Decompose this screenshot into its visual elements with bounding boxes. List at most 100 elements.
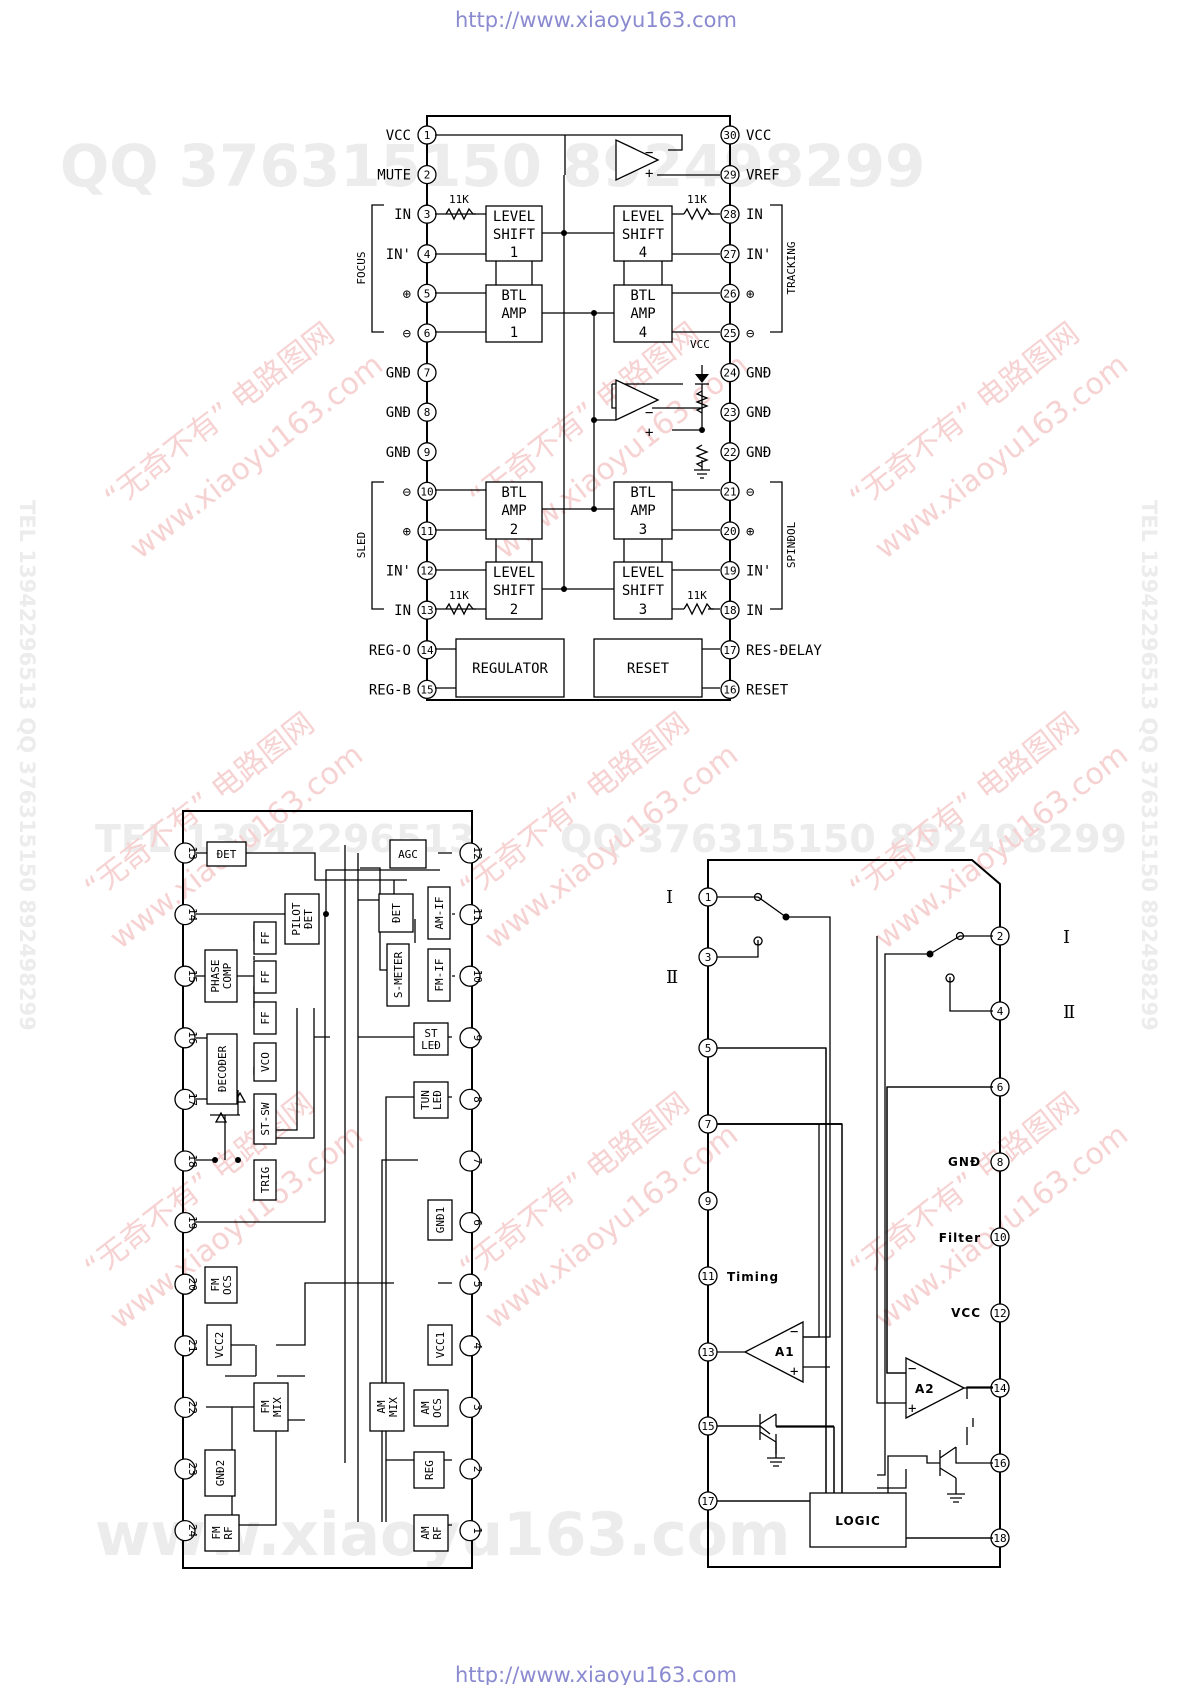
d3-right-pin-4: 4 [990, 1001, 1010, 1021]
d1-right-pin-26: 26 ⊕ [720, 283, 755, 304]
d2-left-pin-20: 20 [174, 1273, 199, 1295]
svg-text:ĐET: ĐET [390, 903, 403, 923]
svg-text:MUTE: MUTE [377, 168, 411, 184]
svg-text:GNĐ: GNĐ [746, 405, 771, 421]
svg-text:+: + [645, 425, 653, 441]
svg-text:16: 16 [993, 1457, 1006, 1470]
d1-right-pin-20: 20⊕ [720, 521, 755, 541]
svg-text:⊖: ⊖ [746, 484, 755, 500]
svg-text:15: 15 [186, 970, 199, 983]
st-sw-block: ST-SW [253, 1093, 277, 1145]
svg-text:LEVEL: LEVEL [622, 209, 664, 225]
opamp-a2: A2 − + [905, 1356, 966, 1420]
svg-text:19: 19 [723, 565, 736, 578]
svg-text:TUN: TUN [419, 1090, 432, 1110]
ground-symbol [694, 469, 710, 479]
svg-text:10: 10 [420, 485, 433, 498]
d2-left-pin-16: 16 [174, 1027, 199, 1049]
svg-text:16: 16 [186, 1031, 199, 1044]
vcc2-block: VCC2 [206, 1324, 232, 1366]
svg-text:REG-O: REG-O [369, 643, 411, 659]
svg-text:OCS: OCS [431, 1398, 444, 1418]
d2-junction-dots [212, 911, 329, 1163]
bias-opamp: − + [615, 378, 660, 441]
svg-text:⊕: ⊕ [746, 286, 755, 302]
svg-text:22: 22 [186, 1401, 199, 1414]
footer-url[interactable]: http://www.xiaoyu163.com [455, 1663, 737, 1685]
svg-text:GNĐ: GNĐ [386, 445, 411, 461]
d3-right-pin-18: 18 [990, 1528, 1010, 1548]
opamp-a1: A1 − + [743, 1320, 804, 1384]
svg-text:IN': IN' [746, 564, 771, 580]
d1-right-pin-19: 19 IN' [720, 560, 771, 581]
d2-left-pin-13: 13 [174, 842, 199, 864]
svg-text:2: 2 [471, 1466, 484, 1473]
reg-block: REG [413, 1451, 445, 1489]
group-label-focus: FOCUS [355, 251, 368, 284]
svg-text:12: 12 [993, 1307, 1006, 1320]
svg-text:FF: FF [259, 931, 272, 944]
svg-text:ĐET: ĐET [302, 909, 315, 929]
d3-left-pin-11: 11 [698, 1266, 718, 1286]
svg-text:TRIG: TRIG [259, 1167, 272, 1194]
gnd1-block: GNĐ1 [427, 1199, 453, 1241]
d1-left-pin-4: 4IN' [386, 244, 437, 264]
svg-text:6: 6 [471, 1219, 484, 1226]
d2-right-pin-3: 3 [459, 1396, 484, 1419]
d2-right-pin-4: 4 [459, 1335, 484, 1357]
resistor-11k-tracking [683, 207, 714, 221]
svg-text:11: 11 [701, 1270, 714, 1283]
svg-text:11: 11 [420, 525, 433, 538]
svg-text:1: 1 [471, 1527, 484, 1534]
watermark-qq-top: QQ 376315150 892498299 [60, 132, 925, 200]
timing-label: Timing [727, 1270, 779, 1284]
svg-text:−: − [645, 405, 653, 421]
svg-text:MIX: MIX [271, 1397, 284, 1417]
svg-text:GNĐ: GNĐ [746, 445, 771, 461]
svg-text:IN: IN [746, 603, 763, 619]
junction-dots [561, 230, 705, 592]
svg-text:9: 9 [705, 1195, 712, 1208]
d2-left-pin-17: 17 [174, 1088, 199, 1111]
svg-text:FM: FM [259, 1400, 272, 1414]
d2-right-pin-5: 5 [459, 1273, 484, 1295]
svg-text:5: 5 [424, 287, 431, 300]
switch-logic-ic-diagram: 135791113151724681012141618ⅠⅡⅠⅡGNĐFilter… [666, 859, 1075, 1568]
svg-text:GNĐ2: GNĐ2 [214, 1460, 227, 1487]
d2-left-pin-15: 15 [174, 965, 199, 987]
header-url[interactable]: http://www.xiaoyu163.com [455, 8, 737, 32]
svg-text:LEĐ: LEĐ [421, 1039, 441, 1052]
gnd2-block: GNĐ2 [204, 1449, 236, 1497]
svg-text:15: 15 [701, 1420, 714, 1433]
svg-text:11: 11 [471, 908, 484, 921]
d3-right-pin-14: 14 [990, 1378, 1010, 1398]
svg-text:24: 24 [186, 1524, 199, 1538]
svg-text:17: 17 [723, 644, 736, 657]
svg-text:RF: RF [431, 1526, 444, 1539]
svg-text:PHASE: PHASE [209, 959, 222, 992]
svg-text:SHIFT: SHIFT [493, 227, 536, 243]
d3-left-pin-9: 9 [698, 1191, 718, 1211]
svg-text:10: 10 [471, 970, 484, 983]
svg-text:ST: ST [424, 1027, 438, 1040]
svg-text:BTL: BTL [501, 288, 526, 304]
svg-text:RESET: RESET [627, 661, 670, 677]
svg-text:8: 8 [471, 1096, 484, 1103]
reset-block: RESET [593, 638, 703, 698]
svg-text:⊖: ⊖ [403, 326, 412, 342]
d2-left-pin-22: 22 [174, 1396, 199, 1419]
svg-text:VCC: VCC [690, 338, 710, 351]
svg-text:REG-B: REG-B [369, 682, 411, 698]
svg-text:8: 8 [997, 1156, 1004, 1169]
svg-text:26: 26 [723, 287, 736, 300]
svg-text:28: 28 [723, 208, 736, 221]
group-label-tracking: TRACKING [785, 242, 798, 295]
svg-text:⊕: ⊕ [746, 524, 755, 540]
vcc1-block: VCC1 [427, 1324, 453, 1366]
